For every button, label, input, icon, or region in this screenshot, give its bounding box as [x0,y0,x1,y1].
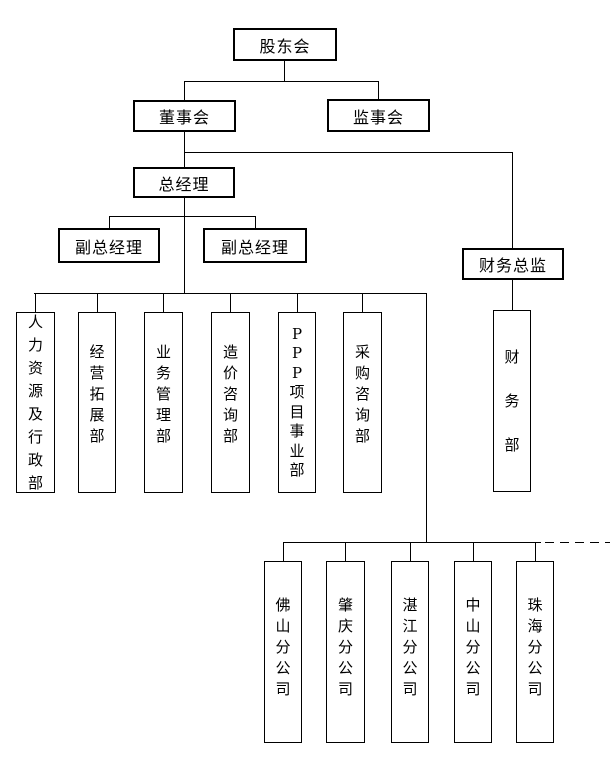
node-deputy-gm-right: 副总经理 [203,228,307,263]
connector-board-drop [184,81,185,100]
node-dept-hr-admin-label: 人 力 资 源 及 行 政 部 [27,312,43,492]
node-dept-ppp-projects: P P P 项 目 事 业 部 [278,312,316,493]
connector-shareholders-down [284,61,285,81]
node-finance-director-label: 财务总监 [478,256,547,275]
node-dept-procurement-consulting: 采 购 咨 询 部 [343,312,382,493]
node-branch-zhuhai-label: 珠 海 分 公 司 [527,595,543,698]
node-shareholders-label: 股东会 [259,36,311,56]
connector-gm-down [184,198,185,293]
node-dept-procurement-consulting-label: 采 购 咨 询 部 [354,343,370,445]
connector-cfo-to-finance-dept [512,280,513,310]
node-dept-business-expansion: 经 营 拓 展 部 [78,312,116,493]
node-board-of-directors-label: 董事会 [158,108,210,127]
node-finance-dept-label: 财 务 部 [504,348,520,454]
connector-dept-management-drop [163,293,164,312]
node-dept-hr-admin: 人 力 资 源 及 行 政 部 [16,312,55,493]
node-finance-dept: 财 务 部 [493,310,531,492]
connector-branch-foshan-drop [283,542,284,561]
connector-deputy-gm-bus [109,216,256,217]
connector-branches-bus-dashed [545,542,610,543]
connector-deputy-gm-right-drop [255,216,256,229]
connector-branch-zhongshan-drop [473,542,474,561]
connector-level2-bus [184,81,379,82]
connector-branch-zhaoqing-drop [345,542,346,561]
node-dept-cost-consulting: 造 价 咨 询 部 [211,312,250,493]
node-dept-ppp-projects-label: P P P 项 目 事 业 部 [289,324,305,480]
node-finance-director: 财务总监 [462,248,564,280]
node-board-of-directors: 董事会 [133,100,236,132]
node-dept-cost-consulting-label: 造 价 咨 询 部 [222,343,238,445]
connector-dept-cost-drop [230,293,231,312]
node-branch-foshan-label: 佛 山 分 公 司 [275,595,291,698]
node-general-manager: 总经理 [133,167,235,198]
connector-dept-ppp-drop [297,293,298,312]
connector-dept-procurement-drop [362,293,363,312]
node-branch-zhongshan: 中 山 分 公 司 [454,561,492,743]
connector-dept-hr-drop [35,293,36,312]
node-dept-business-management: 业 务 管 理 部 [144,312,183,493]
node-supervisory-board-label: 监事会 [352,107,404,127]
node-branch-zhongshan-label: 中 山 分 公 司 [465,595,481,698]
connector-dept-expansion-drop [97,293,98,312]
node-supervisory-board: 监事会 [327,99,430,132]
connector-board-to-cfo-h [184,152,513,153]
connector-branches-bus [283,542,541,543]
node-deputy-gm-left-label: 副总经理 [74,237,143,257]
connector-deputy-gm-left-drop [109,216,110,229]
connector-bus-to-branches [426,293,427,542]
node-branch-zhanjiang-label: 湛 江 分 公 司 [402,595,418,698]
connector-board-to-gm [184,132,185,167]
node-branch-zhanjiang: 湛 江 分 公 司 [391,561,429,743]
node-shareholders: 股东会 [233,28,337,61]
connector-cfo-drop [512,152,513,248]
connector-supervisory-drop [378,81,379,100]
connector-branch-zhanjiang-drop [410,542,411,561]
node-dept-business-management-label: 业 务 管 理 部 [155,343,171,445]
node-branch-foshan: 佛 山 分 公 司 [264,561,302,743]
node-general-manager-label: 总经理 [158,174,210,194]
node-branch-zhuhai: 珠 海 分 公 司 [516,561,554,743]
connector-branch-zhuhai-drop [535,542,536,561]
node-dept-business-expansion-label: 经 营 拓 展 部 [89,343,105,445]
node-deputy-gm-left: 副总经理 [58,228,160,263]
node-branch-zhaoqing-label: 肇 庆 分 公 司 [337,595,353,698]
node-deputy-gm-right-label: 副总经理 [220,237,289,257]
node-branch-zhaoqing: 肇 庆 分 公 司 [326,561,365,743]
